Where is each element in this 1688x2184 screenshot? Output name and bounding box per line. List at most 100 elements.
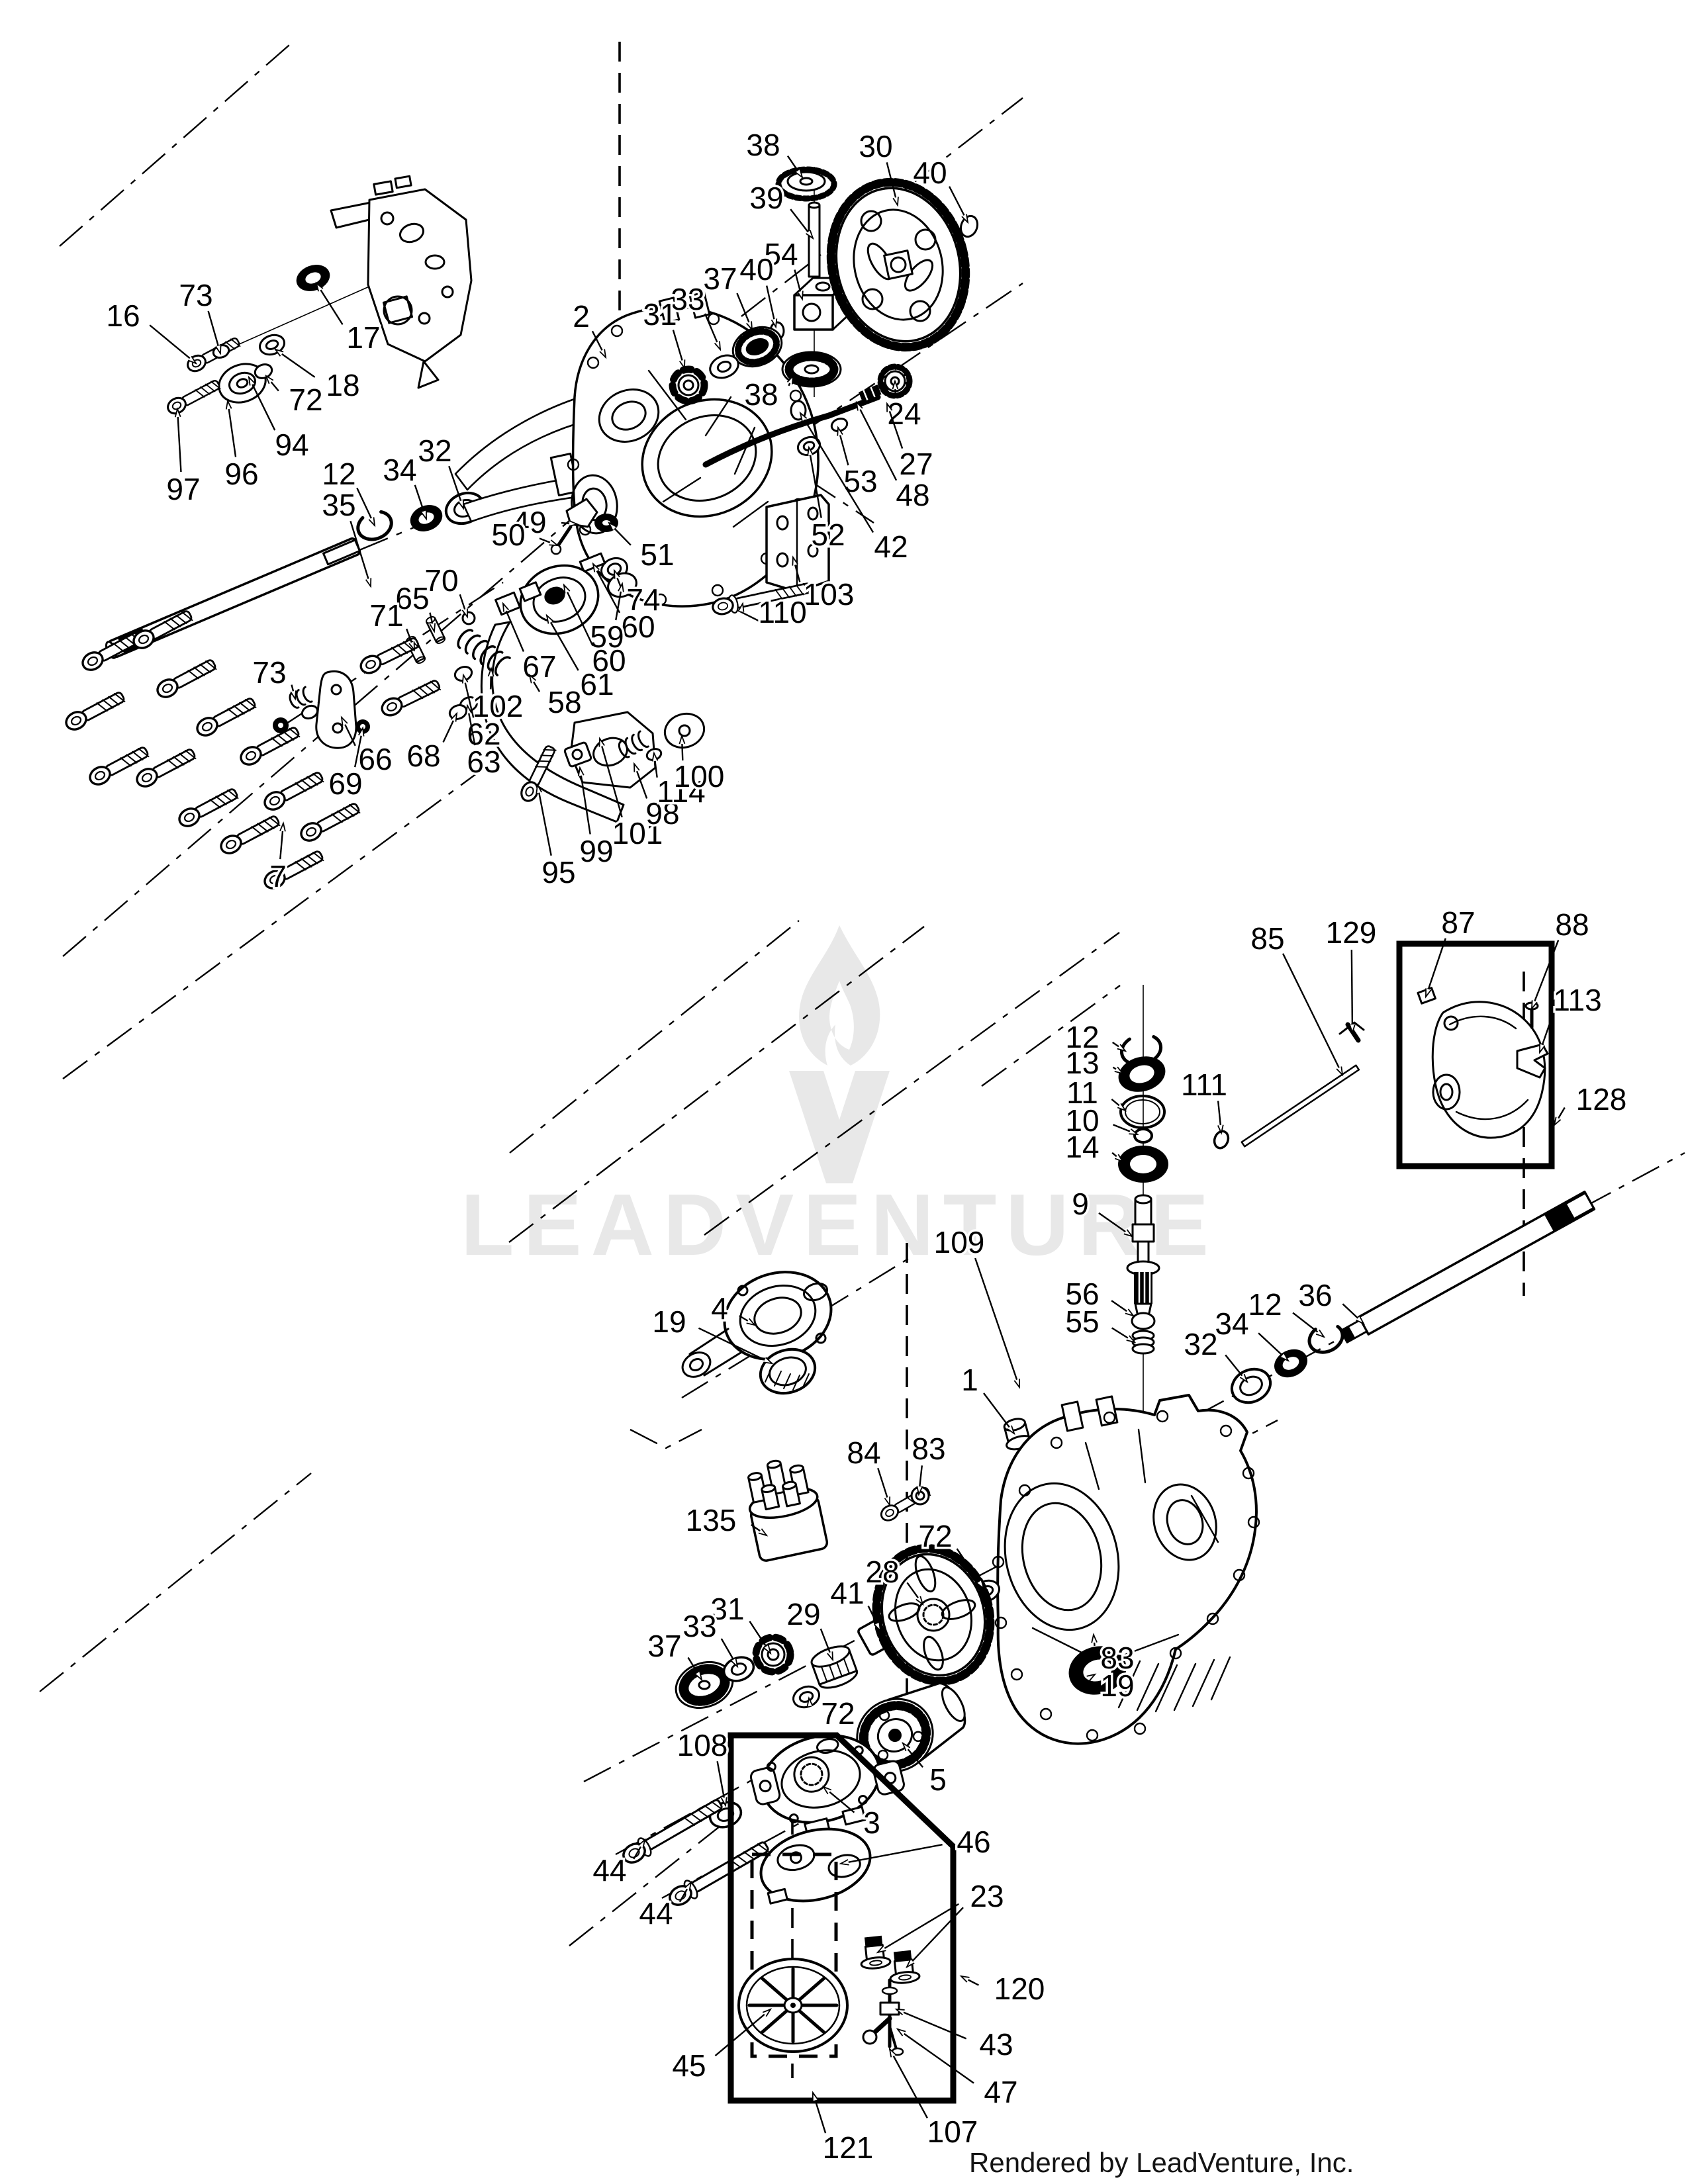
inset-box-brake-cover (1213, 940, 1555, 1169)
leader-line (563, 583, 594, 647)
part-label-2: 2 (573, 299, 590, 334)
leader-line (315, 281, 344, 325)
leader-line (886, 402, 904, 449)
leader-line (786, 155, 804, 179)
leader-line (906, 1907, 964, 1969)
part-label-49: 49 (512, 505, 546, 539)
part-label-17: 17 (346, 320, 380, 355)
leader-line (448, 465, 465, 510)
part-label-52: 52 (811, 518, 845, 552)
leader-line (806, 1696, 814, 1707)
leader-line (867, 1606, 882, 1633)
part-label-98: 98 (645, 796, 679, 831)
part-label-34: 34 (1215, 1306, 1248, 1341)
leader-line (837, 426, 849, 466)
leader-line (1111, 1099, 1127, 1112)
part-label-13: 13 (1065, 1046, 1099, 1080)
leader-line (1113, 1124, 1139, 1136)
fan-45 (737, 1958, 849, 2053)
part-label-65: 65 (395, 581, 429, 615)
shift-arm-58 (480, 621, 625, 823)
leader-line (799, 411, 874, 533)
part-label-83: 83 (912, 1432, 945, 1466)
leader-line (876, 1903, 959, 1954)
leader-line (749, 1621, 772, 1655)
part-label-50: 50 (491, 518, 525, 552)
part-label-107: 107 (927, 2115, 978, 2149)
part-label-5: 5 (929, 1762, 947, 1797)
part-label-129: 129 (1326, 915, 1377, 950)
part-label-43: 43 (979, 2027, 1013, 2062)
part-label-18: 18 (326, 368, 359, 402)
part-label-74: 74 (626, 582, 660, 617)
leader-line (536, 783, 552, 856)
leader-line (896, 2028, 974, 2084)
leader-line (687, 1657, 703, 1682)
part-label-32: 32 (418, 433, 451, 468)
leader-line (174, 407, 182, 473)
pistons (747, 1459, 810, 1511)
leader-line (290, 684, 297, 701)
block-99 (563, 741, 592, 768)
leadventure-watermark: LEADVENTURE (461, 925, 1218, 1273)
part-label-60: 60 (621, 610, 655, 644)
part-label-56: 56 (1065, 1277, 1099, 1311)
part-label-40: 40 (913, 156, 947, 190)
part-label-97: 97 (166, 472, 200, 506)
leader-line (902, 1741, 924, 1768)
part-label-19: 19 (1100, 1668, 1134, 1703)
spring-98 (618, 730, 649, 758)
leader-line (414, 484, 428, 521)
part-label-44: 44 (592, 1853, 626, 1888)
part-label-36: 36 (1298, 1278, 1332, 1312)
part-label-59: 59 (590, 619, 624, 654)
leader-line (1112, 1041, 1127, 1052)
part-label-114: 114 (657, 774, 705, 809)
footer-credit: Rendered by LeadVenture, Inc. (969, 2147, 1354, 2178)
part-label-111: 111 (1181, 1068, 1227, 1102)
bottom-inset-box (727, 1732, 957, 2104)
leader-line (459, 594, 469, 619)
bracket-fasteners (164, 265, 330, 418)
leader-line (959, 1975, 979, 1986)
flame-icon (799, 925, 880, 1066)
leader-line (751, 1524, 769, 1537)
leader-line (906, 1582, 924, 1606)
part-label-63: 63 (467, 745, 500, 779)
leader-line (429, 612, 436, 633)
leader-line (704, 313, 722, 351)
part-label-39: 39 (749, 181, 783, 215)
part-label-19: 19 (652, 1304, 686, 1339)
leader-line (821, 1786, 855, 1813)
watermark-text: LEADVENTURE (461, 1176, 1218, 1273)
part-label-29: 29 (786, 1597, 820, 1631)
snap-ring-12 (356, 510, 393, 541)
leader-line (894, 2008, 967, 2040)
fitting-23a (860, 1935, 892, 1970)
part-label-120: 120 (994, 1972, 1045, 2006)
leader-line (1425, 938, 1446, 999)
part-label-108: 108 (677, 1728, 728, 1762)
part-label-28: 28 (865, 1555, 899, 1589)
part-label-27: 27 (899, 447, 933, 481)
leader-line (1553, 1107, 1566, 1127)
leader-line (716, 1761, 727, 1807)
part-label-31: 31 (643, 297, 677, 332)
part-label-61: 61 (580, 667, 614, 702)
part-label-23: 23 (970, 1879, 1004, 1913)
leader-line (561, 520, 579, 527)
leader-line (1258, 1332, 1290, 1362)
leader-line (1086, 1673, 1097, 1682)
ring-111 (1213, 1130, 1230, 1150)
part-label-44: 44 (639, 1896, 673, 1931)
leader-line (608, 521, 632, 546)
leader-line (545, 614, 579, 671)
leader-line (916, 1465, 923, 1496)
part-label-38: 38 (746, 128, 780, 162)
washer-33 (709, 354, 739, 379)
leader-line (736, 293, 753, 332)
shaft-39 (808, 201, 821, 278)
part-label-73: 73 (252, 655, 286, 690)
leader-line (633, 1838, 646, 1860)
part-label-37: 37 (703, 261, 737, 296)
